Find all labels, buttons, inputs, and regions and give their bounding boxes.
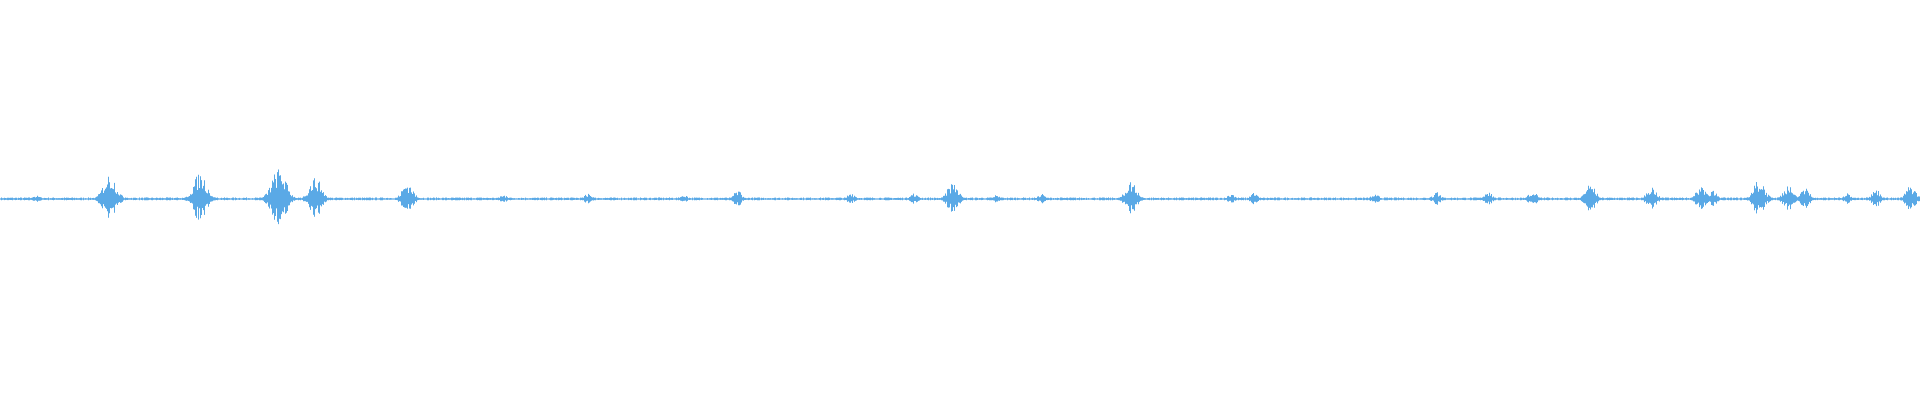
waveform-peaks <box>1 169 1920 225</box>
waveform-samples <box>0 169 1920 225</box>
